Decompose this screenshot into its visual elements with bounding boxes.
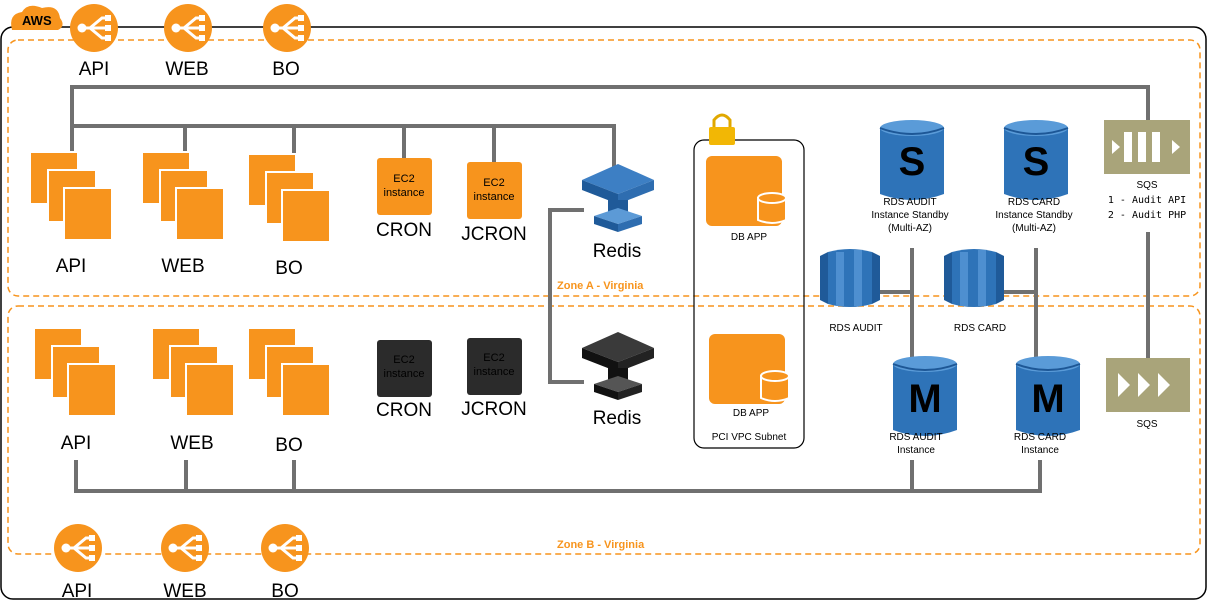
za-web-instances-icon — [141, 151, 225, 241]
za-cron-label: CRON — [376, 220, 432, 241]
rds-audit-icon — [820, 249, 880, 307]
cloud-frame — [0, 26, 1207, 600]
elb-top-api-label: API — [79, 59, 110, 80]
pci-subnet-frame — [693, 139, 805, 449]
za-bo-label: BO — [275, 258, 302, 279]
zb-web-instances-icon — [151, 327, 235, 417]
rds-audit-standby-letter: S — [899, 140, 926, 184]
rds-audit-master-line2: Instance — [897, 445, 935, 456]
za-jcron-ec2-line2: instance — [474, 191, 515, 203]
rds-audit-label: RDS AUDIT — [829, 323, 882, 334]
zone-b-frame — [7, 305, 1201, 555]
sqs-bottom-label: SQS — [1136, 419, 1157, 430]
rds-card-standby-letter: S — [1023, 140, 1050, 184]
za-redis-label: Redis — [593, 241, 642, 262]
zone-b-label: Zone B - Virginia — [557, 539, 645, 551]
za-cron-ec2-line1: EC2 — [393, 173, 414, 185]
rds-audit-master-line1: RDS AUDIT — [889, 432, 942, 443]
rds-audit-master-letter: M — [908, 377, 941, 421]
rds-audit-standby-line2: Instance Standby — [871, 210, 948, 221]
elb-bottom-bo-label: BO — [271, 581, 298, 601]
rds-card-master-line2: Instance — [1021, 445, 1059, 456]
za-web-label: WEB — [161, 256, 204, 277]
za-jcron-ec2-icon — [467, 162, 522, 219]
za-redis-icon — [582, 164, 654, 232]
sqs-queue-2: 2 - Audit PHP — [1108, 210, 1186, 221]
sqs-bottom-icon — [1106, 358, 1190, 412]
elb-bottom-api-label: API — [62, 581, 93, 601]
elb-bo-icon — [261, 2, 313, 54]
db-app-top-icon — [705, 155, 787, 227]
zb-cron-ec2-icon — [377, 340, 432, 397]
elb-bottom-web-label: WEB — [163, 581, 206, 601]
elb-api-icon — [68, 2, 120, 54]
rds-card-standby-line3: (Multi-AZ) — [1012, 223, 1056, 234]
aws-label: AWS — [22, 13, 52, 28]
lock-icon — [709, 113, 735, 145]
za-api-label: API — [56, 256, 87, 277]
zone-a-frame — [7, 39, 1201, 297]
elb-bottom-web-icon — [159, 522, 211, 574]
za-cron-ec2-icon — [377, 158, 432, 215]
rds-card-master-letter: M — [1031, 377, 1064, 421]
zb-cron-ec2-line2: instance — [384, 368, 425, 380]
rds-audit-standby-line3: (Multi-AZ) — [888, 223, 932, 234]
zb-bo-instances-icon — [247, 327, 331, 417]
elb-bottom-api-icon — [52, 522, 104, 574]
rds-audit-standby-line1: RDS AUDIT — [883, 197, 936, 208]
zb-jcron-ec2-line2: instance — [474, 366, 515, 378]
za-api-instances-icon — [29, 151, 113, 241]
db-app-bottom-label: DB APP — [733, 408, 769, 419]
sqs-queue-1: 1 - Audit API — [1108, 195, 1186, 206]
za-cron-ec2-line2: instance — [384, 187, 425, 199]
zone-a-label: Zone A - Virginia — [557, 280, 644, 292]
zb-cron-ec2-line1: EC2 — [393, 354, 414, 366]
rds-card-standby-line1: RDS CARD — [1008, 197, 1060, 208]
zb-jcron-ec2-icon — [467, 338, 522, 395]
network-wires — [70, 85, 1150, 493]
zb-bo-label: BO — [275, 435, 302, 456]
zb-redis-label: Redis — [593, 408, 642, 429]
zb-cron-label: CRON — [376, 400, 432, 421]
rds-card-icon — [944, 249, 1004, 307]
za-bo-instances-icon — [247, 153, 331, 243]
db-app-bottom-icon — [708, 333, 790, 405]
rds-card-master-line1: RDS CARD — [1014, 432, 1066, 443]
sqs-top-label: SQS — [1136, 180, 1157, 191]
zb-api-instances-icon — [33, 327, 117, 417]
zb-jcron-ec2-line1: EC2 — [483, 352, 504, 364]
elb-web-icon — [162, 2, 214, 54]
db-app-top-label: DB APP — [731, 232, 767, 243]
za-jcron-ec2-line1: EC2 — [483, 177, 504, 189]
za-jcron-label: JCRON — [461, 224, 526, 245]
zb-redis-icon — [582, 332, 654, 400]
pci-subnet-label: PCI VPC Subnet — [712, 432, 787, 443]
elb-top-web-label: WEB — [165, 59, 208, 80]
aws-cloud-icon — [11, 5, 63, 30]
elb-bottom-bo-icon — [259, 522, 311, 574]
zb-api-label: API — [61, 433, 92, 454]
zb-jcron-label: JCRON — [461, 399, 526, 420]
rds-card-label: RDS CARD — [954, 323, 1006, 334]
zb-web-label: WEB — [170, 433, 213, 454]
elb-top-bo-label: BO — [272, 59, 299, 80]
rds-card-standby-line2: Instance Standby — [995, 210, 1072, 221]
sqs-top-icon — [1104, 120, 1190, 174]
